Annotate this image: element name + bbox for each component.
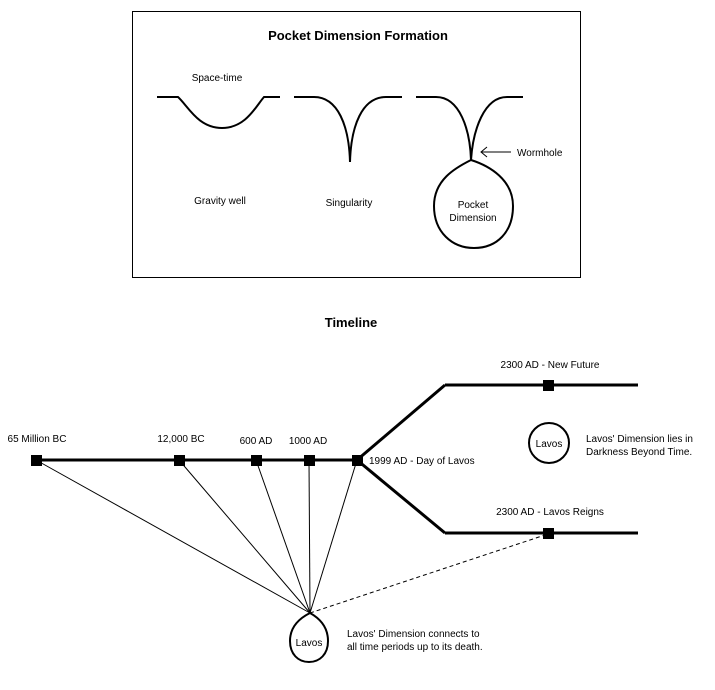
branch-label-new-future: 2300 AD - New Future [501,360,600,371]
connector-600-ad [255,459,311,614]
lavos-bubble-label-upper: Lavos [536,439,563,450]
gravity-well-curve [157,96,280,130]
connector-1999-ad [309,459,358,614]
singularity-curve [294,96,402,163]
marker-12000-bc [174,455,185,466]
marker-1999-ad [352,455,363,466]
lavos-dimension-bubble-upper [528,422,570,464]
formation-panel-border [132,11,581,278]
period-label: 12,000 BC [157,434,204,445]
singularity-label: Singularity [326,198,373,209]
note-upper-line2: Darkness Beyond Time. [586,447,692,458]
period-label: 1999 AD - Day of Lavos [369,456,475,467]
marker-600-ad [251,455,262,466]
pocket-dimension-label-line2: Dimension [449,213,496,224]
space-time-label: Space-time [192,73,243,84]
new-future-branch-diagonal [356,383,446,462]
connector-1000-ad [308,459,311,614]
period-label: 65 Million BC [8,434,67,445]
period-label: 1000 AD [289,436,327,447]
marker-new-future [543,380,554,391]
connector-12000-bc [178,459,311,614]
connector-lavos-reigns-dashed [309,533,549,614]
connector-65-million-bc [35,459,311,614]
branch-label-lavos-reigns: 2300 AD - Lavos Reigns [496,507,604,518]
wormhole-label: Wormhole [517,148,563,159]
pocket-dimension-shape [432,158,515,250]
marker-lavos-reigns [543,528,554,539]
pocket-dimension-label-line1: Pocket [458,200,489,211]
note-lower-line1: Lavos' Dimension connects to [347,629,480,640]
note-upper-line1: Lavos' Dimension lies in [586,434,693,445]
lavos-dimension-drop-lower [288,611,330,664]
marker-1000-ad [304,455,315,466]
marker-65-million-bc [31,455,42,466]
timeline-title: Timeline [325,315,378,330]
lavos-reigns-branch-diagonal [356,458,446,535]
period-label: 600 AD [240,436,273,447]
note-lower-line2: all time periods up to its death. [347,642,483,653]
wormhole-arrowhead [480,146,488,158]
gravity-well-label: Gravity well [194,196,246,207]
lavos-bubble-label-lower: Lavos [296,638,323,649]
wormhole-curve [416,96,523,161]
formation-title: Pocket Dimension Formation [268,28,448,43]
